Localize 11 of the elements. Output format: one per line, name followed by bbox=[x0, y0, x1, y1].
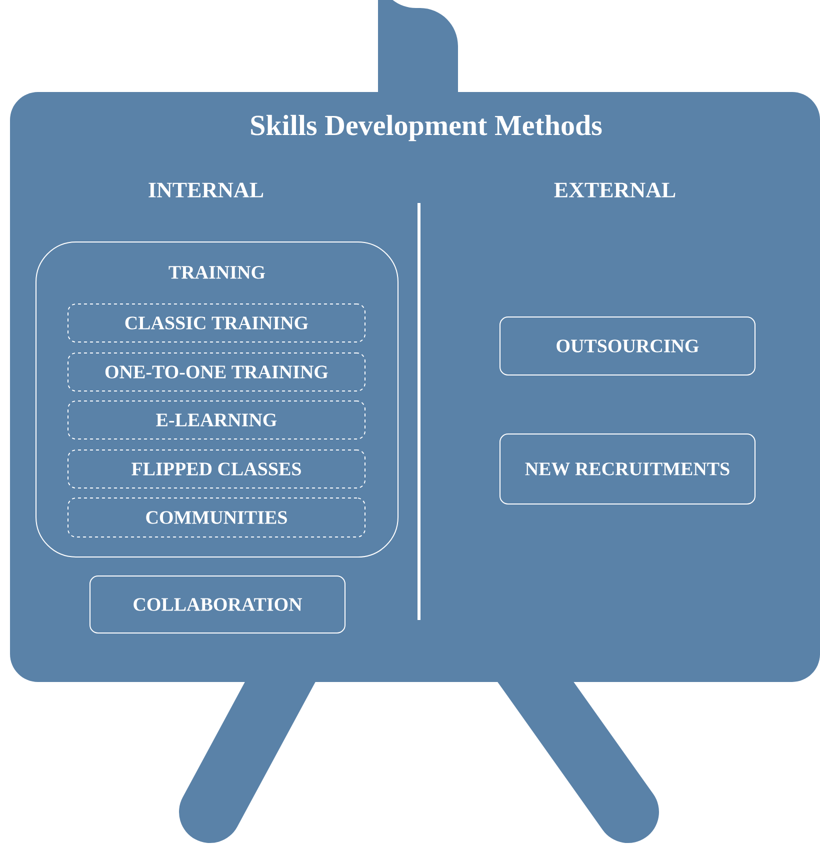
method-box: COMMUNITIES bbox=[68, 498, 366, 538]
method-box: OUTSOURCING bbox=[500, 316, 756, 376]
method-box: NEW RECRUITMENTS bbox=[500, 434, 756, 504]
method-box: FLIPPED CLASSES bbox=[68, 450, 366, 488]
method-box: ONE-TO-ONE TRAINING bbox=[68, 352, 366, 392]
column-heading: INTERNAL bbox=[148, 182, 264, 198]
method-box: CLASSIC TRAINING bbox=[68, 304, 366, 342]
method-box: COLLABORATION bbox=[90, 576, 346, 634]
title: Skills Development Methods bbox=[251, 114, 602, 142]
column-heading: EXTERNAL bbox=[554, 182, 676, 198]
method-box: E-LEARNING bbox=[68, 400, 366, 440]
